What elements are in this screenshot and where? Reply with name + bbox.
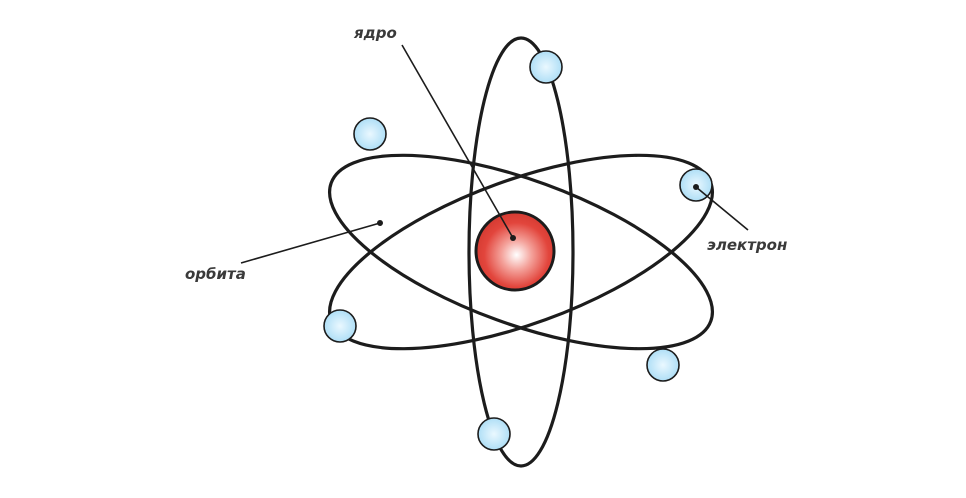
electron-upper-left [353,117,387,151]
leader-electron-dot [693,184,699,190]
electron-lower-left [323,309,357,343]
leader-nucleus [401,44,514,239]
orbit-diagonal-falling [327,153,715,351]
label-nucleus: ядро [353,24,397,42]
leader-orbit-dot [377,220,383,226]
nucleus [474,210,556,292]
label-orbit: орбита [185,265,246,283]
electron-top [529,50,563,84]
electron-bottom [477,417,511,451]
leader-nucleus-dot [510,235,516,241]
leader-orbit [240,222,381,264]
electron-lower-right [646,348,680,382]
orbit-vertical [467,36,575,468]
leader-electron [695,186,749,231]
label-electron: электрон [707,236,787,254]
